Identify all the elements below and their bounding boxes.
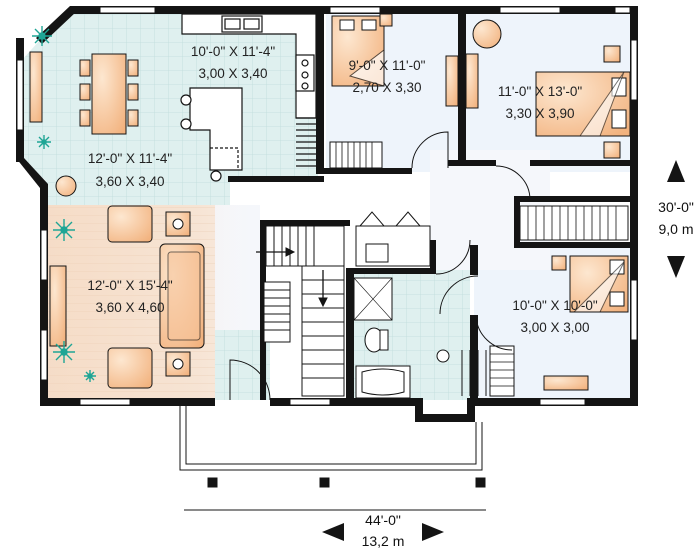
windows bbox=[16, 6, 638, 406]
chair bbox=[79, 109, 91, 127]
bedroom-small-dimension-imperial: 9'-0" X 11'-0" bbox=[349, 58, 426, 73]
bedroom-master-dimension-metric: 3,30 X 3,90 bbox=[505, 106, 574, 121]
nightstand bbox=[551, 255, 567, 271]
kitchen-island bbox=[189, 87, 243, 171]
left-arrow-icon bbox=[322, 523, 344, 541]
plant-icon bbox=[53, 341, 75, 363]
dresser bbox=[465, 53, 479, 109]
dining-table bbox=[91, 53, 127, 135]
up-arrow-icon bbox=[667, 160, 685, 182]
bathtub bbox=[355, 365, 411, 399]
porch bbox=[179, 406, 486, 511]
living-furniture bbox=[49, 205, 205, 389]
right-arrow-icon bbox=[422, 523, 444, 541]
overall-dimensions: 30'-0" 9,0 m 44'-0" 13,2 m bbox=[322, 160, 694, 549]
living-dimension-metric: 3,60 X 4,60 bbox=[95, 300, 164, 315]
chair bbox=[79, 59, 91, 77]
living-dimension-imperial: 12'-0" X 15'-4" bbox=[87, 278, 172, 293]
depth-imperial: 30'-0" bbox=[658, 199, 694, 215]
stairs bbox=[256, 225, 345, 397]
plant-icon bbox=[53, 219, 75, 241]
bedroom-third-furniture bbox=[489, 255, 629, 397]
plant-icon bbox=[37, 135, 51, 149]
plant-icon bbox=[32, 26, 52, 46]
bedroom-third-dimension-imperial: 10'-0" X 10'-0" bbox=[512, 298, 597, 313]
kitchen-sink bbox=[221, 15, 263, 33]
dining-dimension-metric: 3,60 X 3,40 bbox=[95, 174, 164, 189]
dining-furniture bbox=[29, 51, 139, 197]
bedroom-third-dimension-metric: 3,00 X 3,00 bbox=[520, 320, 589, 335]
sideboard bbox=[29, 51, 43, 123]
bedroom-master-furniture bbox=[465, 19, 631, 241]
width-imperial: 44'-0" bbox=[365, 512, 401, 528]
chair bbox=[127, 109, 139, 127]
bedroom-small-dimension-metric: 2,70 X 3,30 bbox=[352, 80, 421, 95]
armchair bbox=[107, 347, 153, 389]
dining-dimension-imperial: 12'-0" X 11'-4" bbox=[88, 151, 172, 166]
bathroom-fixtures bbox=[353, 211, 487, 399]
bath-sink bbox=[436, 349, 450, 363]
kitchen-dimension-metric: 3,00 X 3,40 bbox=[198, 66, 267, 81]
plants bbox=[32, 26, 96, 382]
nightstand bbox=[603, 45, 621, 63]
down-arrow-icon bbox=[667, 256, 685, 278]
dresser bbox=[543, 375, 589, 391]
stool bbox=[180, 94, 192, 106]
depth-metric: 9,0 m bbox=[658, 221, 693, 237]
armchair bbox=[472, 19, 502, 49]
dresser bbox=[445, 55, 459, 107]
width-metric: 13,2 m bbox=[362, 533, 405, 549]
doors bbox=[229, 131, 531, 401]
room-labels: 10'-0" X 11'-4" 3,00 X 3,40 12'-0" X 11'… bbox=[87, 44, 597, 335]
chair bbox=[127, 83, 139, 101]
kitchen-fixtures bbox=[180, 13, 317, 182]
nightstand bbox=[603, 141, 621, 159]
round-table bbox=[55, 175, 77, 197]
bedroom-small-furniture bbox=[329, 13, 459, 169]
armchair bbox=[107, 205, 153, 243]
bedroom-master-dimension-imperial: 11'-0" X 13'-0" bbox=[498, 84, 582, 99]
stool bbox=[210, 170, 222, 182]
chair bbox=[127, 59, 139, 77]
kitchen-dimension-imperial: 10'-0" X 11'-4" bbox=[191, 44, 275, 59]
nightstand bbox=[379, 13, 393, 27]
tv-cabinet bbox=[49, 265, 67, 347]
stool bbox=[180, 118, 192, 130]
plant-icon bbox=[84, 370, 96, 382]
chair bbox=[79, 83, 91, 101]
